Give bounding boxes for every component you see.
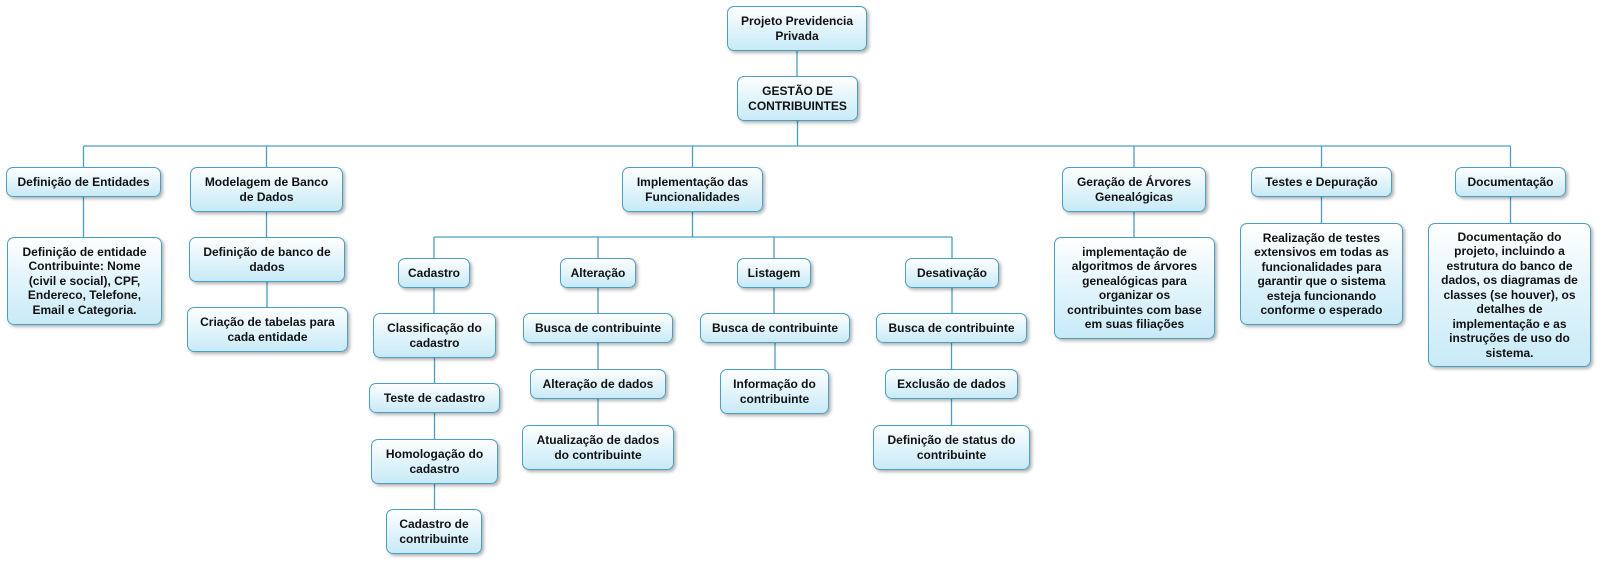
node-geracao-de-arvores-genealogicas[interactable]: Geração de Árvores Genealógicas: [1062, 167, 1206, 212]
node-informacao-do-contribuinte[interactable]: Informação do contribuinte: [720, 369, 829, 414]
node-cadastro-de-contribuinte[interactable]: Cadastro de contribuinte: [386, 509, 482, 554]
node-realizacao-de-testes[interactable]: Realização de testes extensivos em todas…: [1240, 223, 1403, 325]
node-alteracao[interactable]: Alteração: [560, 258, 636, 288]
node-exclusao-de-dados[interactable]: Exclusão de dados: [885, 369, 1018, 399]
node-criacao-de-tabelas[interactable]: Criação de tabelas para cada entidade: [187, 307, 348, 352]
node-desativacao-busca-de-contribuinte[interactable]: Busca de contribuinte: [876, 313, 1027, 343]
node-desativacao[interactable]: Desativação: [905, 258, 999, 288]
node-listagem-busca-de-contribuinte[interactable]: Busca de contribuinte: [700, 313, 850, 343]
node-atualizacao-de-dados[interactable]: Atualização de dados do contribuinte: [522, 425, 674, 470]
node-alteracao-busca-de-contribuinte[interactable]: Busca de contribuinte: [523, 313, 673, 343]
node-listagem[interactable]: Listagem: [737, 258, 811, 288]
node-projeto-previdencia-privada[interactable]: Projeto Previdencia Privada: [727, 6, 867, 51]
node-definicao-entidade-contribuinte[interactable]: Definição de entidade Contribuinte: Nome…: [7, 237, 162, 325]
node-gestao-de-contribuintes[interactable]: GESTÃO DE CONTRIBUINTES: [737, 76, 858, 121]
node-homologacao-do-cadastro[interactable]: Homologação do cadastro: [371, 439, 498, 484]
node-alteracao-de-dados[interactable]: Alteração de dados: [530, 369, 666, 399]
node-documentacao[interactable]: Documentação: [1455, 167, 1566, 197]
node-classificacao-do-cadastro[interactable]: Classificação do cadastro: [373, 313, 496, 358]
node-modelagem-de-banco-de-dados[interactable]: Modelagem de Banco de Dados: [190, 167, 343, 212]
node-implementacao-de-algoritmos[interactable]: implementação de algoritmos de árvores g…: [1054, 237, 1215, 339]
node-documentacao-do-projeto[interactable]: Documentação do projeto, incluindo a est…: [1428, 223, 1591, 367]
node-definicao-de-status[interactable]: Definição de status do contribuinte: [873, 425, 1030, 470]
node-definicao-de-banco-de-dados[interactable]: Definição de banco de dados: [189, 237, 345, 282]
node-definicao-de-entidades[interactable]: Definição de Entidades: [6, 167, 161, 197]
node-teste-de-cadastro[interactable]: Teste de cadastro: [369, 383, 500, 413]
node-testes-e-depuracao[interactable]: Testes e Depuração: [1251, 167, 1392, 197]
node-implementacao-das-funcionalidades[interactable]: Implementação das Funcionalidades: [622, 167, 763, 212]
node-cadastro[interactable]: Cadastro: [398, 258, 470, 288]
